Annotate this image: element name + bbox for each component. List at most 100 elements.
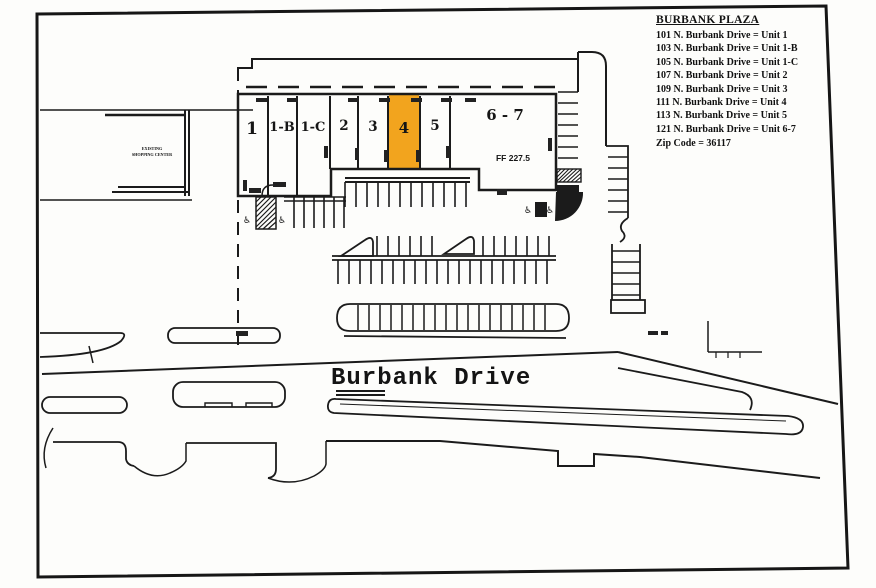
south-lawn-wave-1: [133, 443, 187, 477]
lower-row-second-line: [343, 335, 567, 339]
dimension-mark: [446, 146, 450, 158]
north-boundary-line: [237, 58, 578, 69]
legend-entry: 103 N. Burbank Drive = Unit 1-B: [656, 43, 798, 55]
legend-entry: 111 N. Burbank Drive = Unit 4: [656, 97, 787, 109]
legend-entry: 121 N. Burbank Drive = Unit 6-7: [656, 123, 796, 135]
east-lower-comb-ticks: [612, 250, 640, 296]
handicap-area-west: [255, 182, 346, 230]
island-a: [167, 327, 281, 344]
unit-4-label: 4: [399, 119, 409, 137]
dimension-mark: [249, 188, 261, 193]
handicap-icon: ♿: [546, 206, 554, 216]
legend-entry: 105 N. Burbank Drive = Unit 1-C: [656, 56, 799, 68]
legend-box: BURBANK PLAZA 101 N. Burbank Drive = Uni…: [656, 14, 832, 151]
north-entrance-curb: [577, 51, 607, 146]
dimension-mark: [548, 138, 552, 151]
west-wedge-tick: [88, 345, 94, 364]
hatch-lines-east: [556, 168, 582, 183]
west-comb-ticks: [293, 197, 345, 228]
unit-2-label: 2: [339, 118, 348, 134]
handicap-stall-dark: [535, 202, 547, 217]
east-lower-comb-spines: [611, 244, 641, 300]
island-c-tabs: [204, 402, 273, 407]
handicap-icon: ♿: [243, 216, 251, 226]
dimension-mark: [465, 98, 476, 102]
handicap-icon: ♿: [278, 216, 286, 226]
unit-5-label: 5: [430, 118, 439, 134]
unit-1b-label: 1-B: [269, 120, 294, 135]
dark-curb-rect: [557, 185, 579, 194]
east-parking: [558, 91, 646, 314]
dimension-mark: [287, 98, 298, 102]
dimension-mark: [441, 98, 452, 102]
handicap-symbols: ♿ ♿ ♿ ♿: [243, 206, 554, 226]
lane-mark-segment: [336, 390, 385, 396]
road-note-mark: [661, 331, 668, 335]
dimension-mark: [416, 150, 420, 162]
unit-3-label: 3: [368, 119, 377, 135]
existing-building-right-wall: [184, 110, 190, 196]
unit-4-highlight[interactable]: [389, 95, 419, 168]
west-islands: [39, 327, 286, 469]
unit-labels: 1 1-B 1-C 2 3 4 5 6 - 7 FF 227.5: [246, 106, 530, 163]
east-stall-ticks: [558, 91, 578, 159]
lower-row-ticks: [357, 305, 546, 330]
handicap-icon: ♿: [524, 206, 532, 216]
dimension-mark: [411, 98, 422, 102]
south-lawn-wave-2: [267, 441, 327, 483]
island-c: [172, 381, 286, 408]
existing-building-label-line1: EXISTING: [142, 146, 163, 151]
roads: [41, 321, 839, 483]
curb-mark-6-7: [497, 189, 507, 195]
middle-parking-lot: [332, 236, 556, 284]
dimension-mark: [348, 98, 359, 102]
east-drive-ticks: [608, 156, 628, 213]
front-strip-stall-ticks: [344, 182, 467, 207]
handicap-area-east: [497, 168, 584, 221]
island-triangle-west: [338, 237, 374, 257]
south-lawn-plateau-2: [186, 442, 277, 479]
island-triangle-east: [441, 236, 475, 255]
unit-divider-walls: [267, 96, 451, 195]
dimension-mark: [355, 148, 359, 160]
unit-1-label: 1: [246, 119, 258, 139]
legend-entry: 101 N. Burbank Drive = Unit 1: [656, 30, 788, 41]
dark-quarter-curb: [555, 192, 584, 221]
existing-building: [40, 109, 253, 201]
dimension-mark: [384, 150, 388, 162]
branch-stub-ticks: [715, 352, 741, 358]
island-b: [41, 396, 128, 414]
road-median-inner-line: [339, 403, 787, 422]
road-note-mark: [648, 331, 658, 335]
finished-floor-label: FF 227.5: [496, 153, 530, 163]
dimension-mark: [324, 146, 328, 158]
island-a-mark: [236, 331, 248, 336]
front-parking-strip: [344, 177, 470, 207]
legend-zip: Zip Code = 36117: [656, 138, 731, 150]
legend-entry: 107 N. Burbank Drive = Unit 2: [656, 70, 788, 82]
middle-upper-ticks-a: [376, 236, 433, 256]
plaza-building: [236, 92, 558, 198]
road-name-label: Burbank Drive: [331, 365, 531, 392]
dimension-mark: [243, 180, 247, 191]
east-drive-edge: [606, 145, 629, 218]
south-curb-line: [326, 440, 821, 479]
ramp-curve: [261, 184, 274, 197]
west-curb-wave: [43, 427, 54, 469]
dimension-mark: [256, 98, 267, 102]
unit-1c-label: 1-C: [301, 120, 326, 135]
dimension-marks: [243, 98, 668, 335]
middle-upper-ticks-b: [482, 236, 550, 256]
legend-title: BURBANK PLAZA: [656, 14, 760, 26]
sheet-border: [35, 4, 850, 579]
branch-north-curb: [617, 351, 839, 405]
lower-parking-row: [336, 303, 570, 339]
hatch-lines-west: [255, 196, 277, 230]
building-outline: [236, 92, 558, 198]
lower-row-outline: [336, 303, 570, 332]
branch-stub-lines: [707, 321, 762, 353]
south-lawn-plateau-1: [53, 441, 135, 467]
middle-lower-ticks: [337, 260, 548, 284]
